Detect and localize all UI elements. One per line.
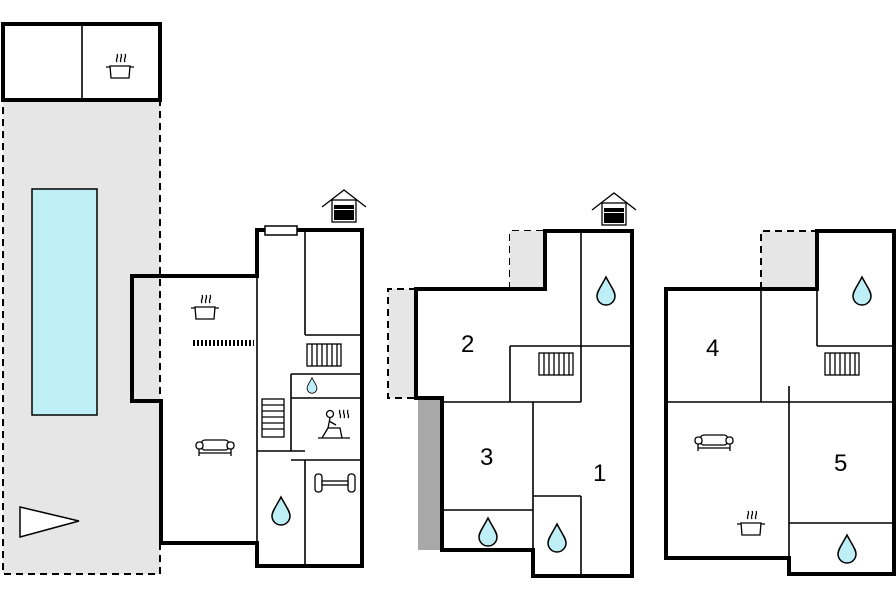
radiator-icon [824,352,860,376]
water-drop-icon [852,276,872,306]
sauna-icon [318,409,350,439]
room-number-3: 3 [480,444,493,471]
cooking-pot-icon [190,294,220,320]
ground-floor [130,189,367,568]
house-entrance-icon [321,189,367,223]
radiator-icon [306,343,342,367]
second-floor: 4 5 [664,229,896,576]
radiator-icon [538,352,574,376]
room-number-5: 5 [834,450,847,477]
water-drop-icon [596,276,616,306]
annex-building [1,22,162,102]
room-number-1: 1 [593,460,606,487]
cooking-pot-icon [736,510,766,536]
water-drop-icon [271,496,291,526]
room-number-2: 2 [461,331,474,358]
water-drop-icon [306,377,318,394]
stairs-icon [261,398,285,438]
room-number-4: 4 [706,335,719,362]
side-panel [418,398,443,550]
cooking-pot-icon [105,53,135,79]
water-drop-icon [837,534,857,564]
dumbbell-icon [314,473,356,493]
first-floor: 2 3 1 [387,192,637,578]
sofa-icon [694,434,734,452]
water-drop-icon [547,523,567,553]
sofa-icon [195,439,235,457]
house-entrance-icon [591,192,637,226]
swimming-pool [31,188,98,416]
water-drop-icon [478,517,498,547]
garden-area [2,99,161,575]
north-arrow-icon [19,506,80,538]
